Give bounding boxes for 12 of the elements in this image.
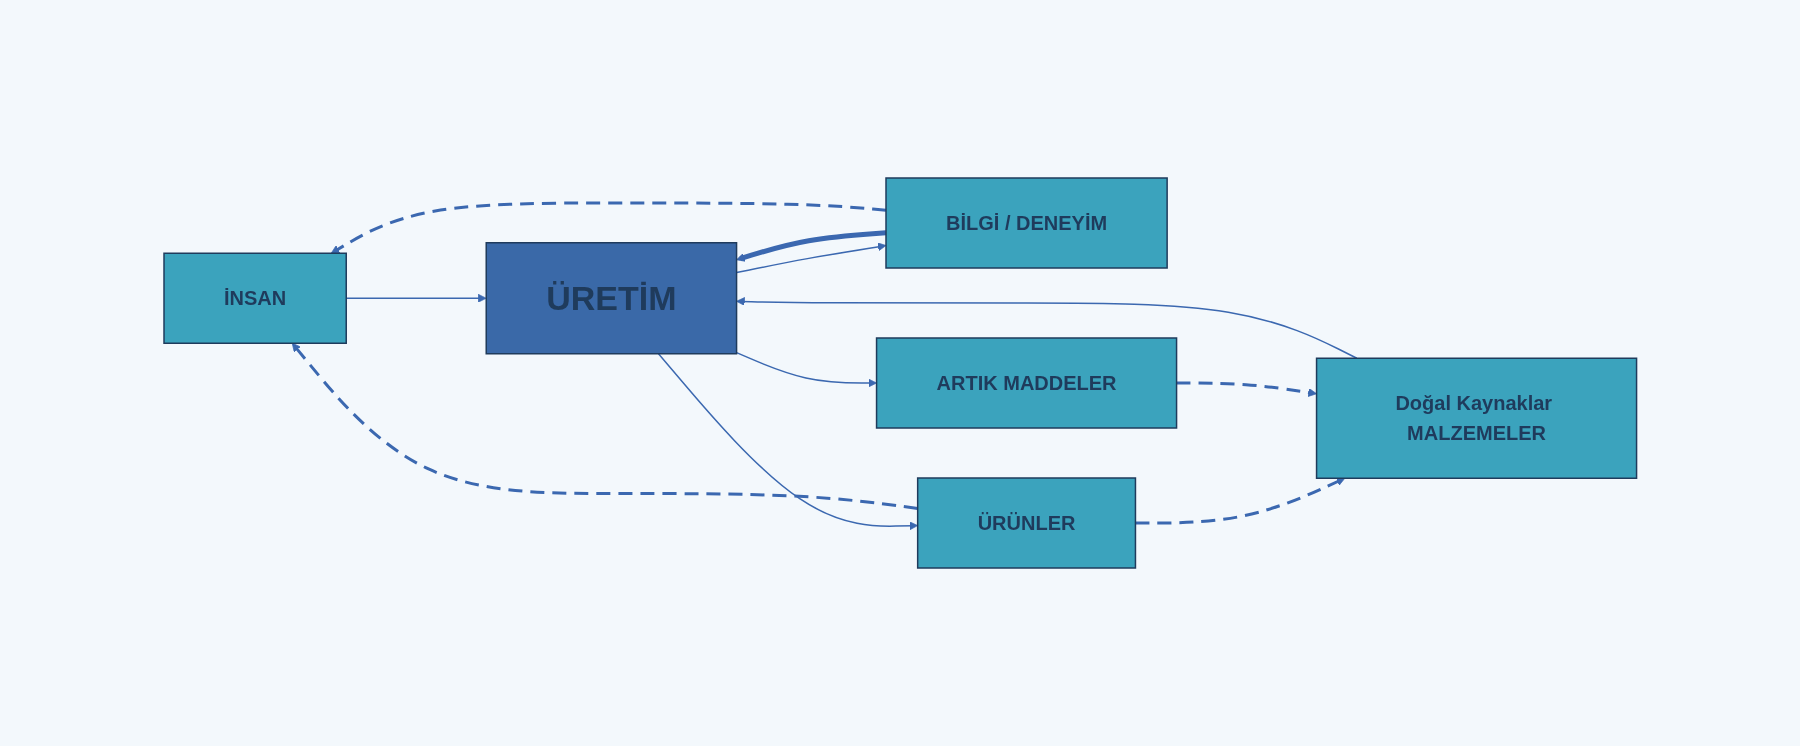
arrow: [657, 353, 918, 531]
arrow: [330, 201, 886, 254]
node-box: Doğal Kaynaklar MALZEMELER: [1315, 357, 1638, 479]
arrow: [735, 351, 877, 388]
node-box: ÜRETİM: [485, 242, 738, 355]
arrow: [1176, 381, 1317, 397]
node-box: ARTIK MADDELER: [875, 337, 1178, 429]
node-box: BİLGİ / DENEYİM: [884, 177, 1168, 269]
arrow: [1135, 477, 1345, 525]
node-box: İNSAN: [162, 252, 347, 344]
arrow: [291, 342, 918, 510]
node-box: ÜRÜNLER: [916, 477, 1136, 569]
